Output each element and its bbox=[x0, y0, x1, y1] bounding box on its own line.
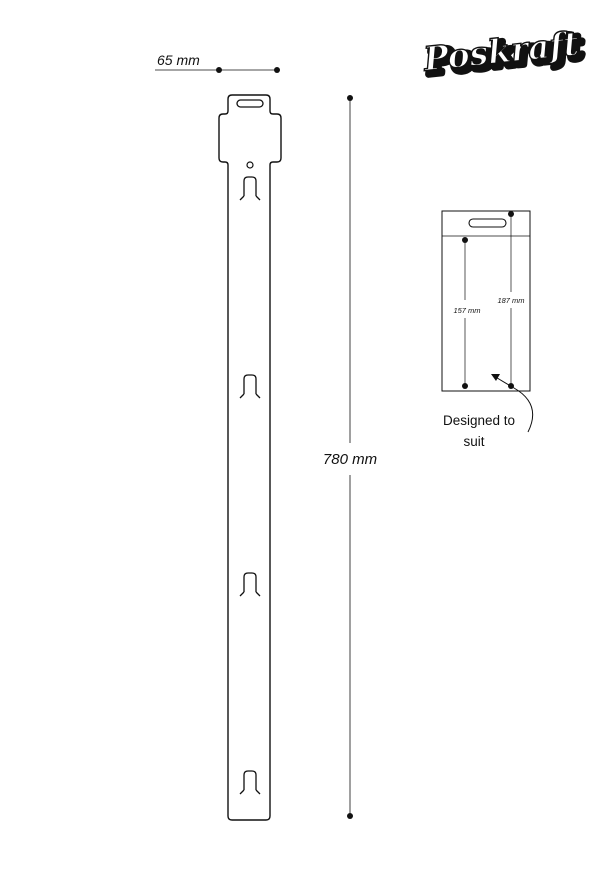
bag-outline bbox=[441, 210, 531, 392]
outer-dimension-label: 187 mm bbox=[497, 296, 524, 305]
pointer-arrow-line bbox=[493, 375, 534, 433]
length-dimension-dot-bottom bbox=[347, 813, 353, 819]
clip-strip-outline bbox=[218, 94, 282, 821]
inner-dimension-dot-top bbox=[462, 237, 468, 243]
inner-dimension-dot-bottom bbox=[462, 383, 468, 389]
hook-3 bbox=[239, 572, 261, 597]
length-dimension-label: 780 mm bbox=[323, 451, 377, 468]
width-dimension-label: 65 mm bbox=[157, 52, 200, 68]
width-dimension: 65 mm bbox=[155, 52, 280, 73]
pointer-arrow bbox=[491, 374, 534, 433]
width-dimension-dot-left bbox=[216, 67, 222, 73]
outer-dimension-dot-top bbox=[508, 211, 514, 217]
note-line-2: suit bbox=[463, 434, 484, 449]
pointer-arrow-head bbox=[491, 374, 500, 381]
brand-logo: Poskraft Poskraft bbox=[420, 23, 588, 86]
hook-4 bbox=[239, 770, 261, 795]
length-dimension-dot-top bbox=[347, 95, 353, 101]
hanging-slot bbox=[236, 99, 264, 108]
hook-1 bbox=[239, 176, 261, 201]
width-dimension-dot-right bbox=[274, 67, 280, 73]
bag-hang-slot bbox=[468, 218, 507, 228]
logo-text: Poskraft bbox=[421, 24, 581, 79]
bag-diagram: 157 mm 187 mm bbox=[441, 210, 531, 392]
strip-hole bbox=[246, 161, 254, 169]
inner-dimension-label: 157 mm bbox=[453, 306, 480, 315]
length-dimension: 780 mm bbox=[323, 95, 377, 819]
hook-2 bbox=[239, 374, 261, 399]
note-line-1: Designed to bbox=[443, 413, 515, 428]
